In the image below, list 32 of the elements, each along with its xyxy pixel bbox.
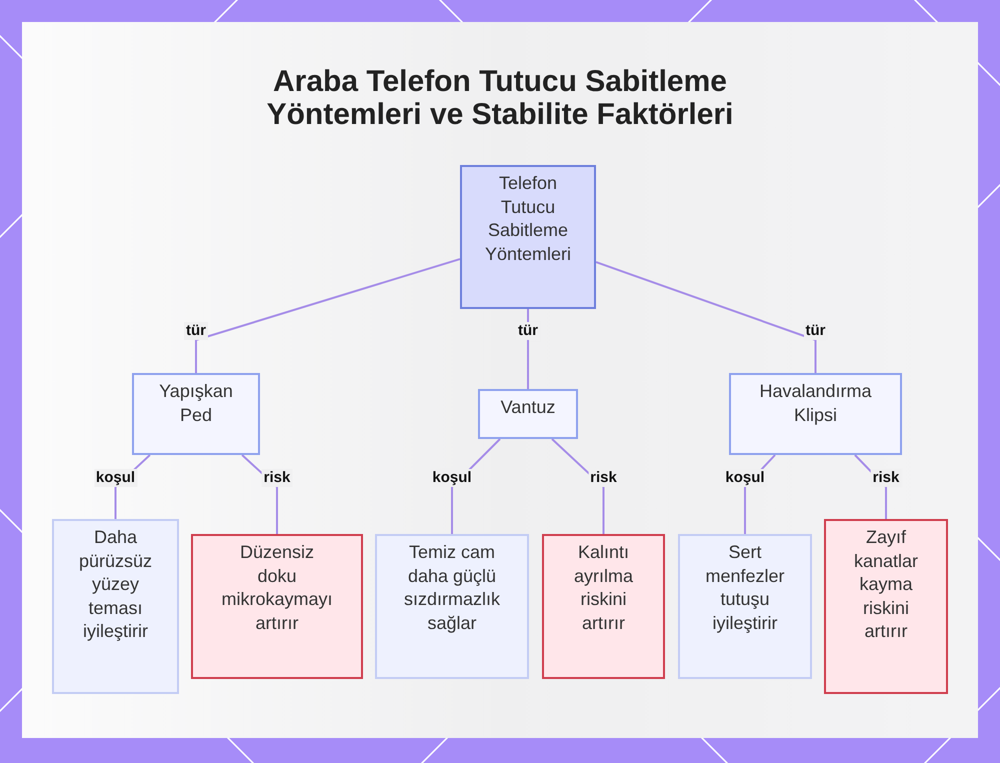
connector-line [527,309,529,389]
node-label: Yapışkan Ped [158,380,234,426]
edge-label: risk [588,469,619,487]
node-label: Düzensiz doku mikrokaymayı artırır [220,541,334,634]
node-label: Temiz cam daha güçlü sızdırmazlık sağlar [402,541,501,635]
connector-line [195,258,460,373]
node-label: Havalandırma Klipsi [758,380,873,427]
edge-label: risk [262,469,292,487]
edge-label: koşul [94,469,138,487]
condition-box [375,534,529,679]
category-box [132,373,260,455]
diagram-title: Araba Telefon Tutucu Sabitleme Yöntemleri ve Stabilite Faktörleri [266,65,734,131]
category-box [478,389,578,439]
risk-box [542,534,665,679]
node-label: Daha pürüzsüz yüzey teması iyileştirir [78,526,154,643]
node-label: Sert menfezler tutuşu iyileştirir [704,541,786,635]
root-box [460,165,596,309]
edge-label: koşul [430,469,474,487]
edge-label: tür [184,322,208,340]
node-label: Vantuz [500,396,556,419]
node-label: Kalıntı ayrılma riskini artırır [572,541,634,634]
condition-box [52,519,179,694]
risk-box [824,519,948,694]
edge-label: tür [516,322,540,340]
category-box [729,373,902,455]
node-label: Telefon Tutucu Sabitleme Yöntemleri [484,172,572,266]
edge-label: tür [804,322,828,340]
connector-line [596,261,816,373]
risk-box [191,534,363,679]
condition-box [678,534,812,679]
edge-label: risk [870,469,902,487]
node-label: Zayıf kanatlar kayma riskini artırır [852,526,920,643]
